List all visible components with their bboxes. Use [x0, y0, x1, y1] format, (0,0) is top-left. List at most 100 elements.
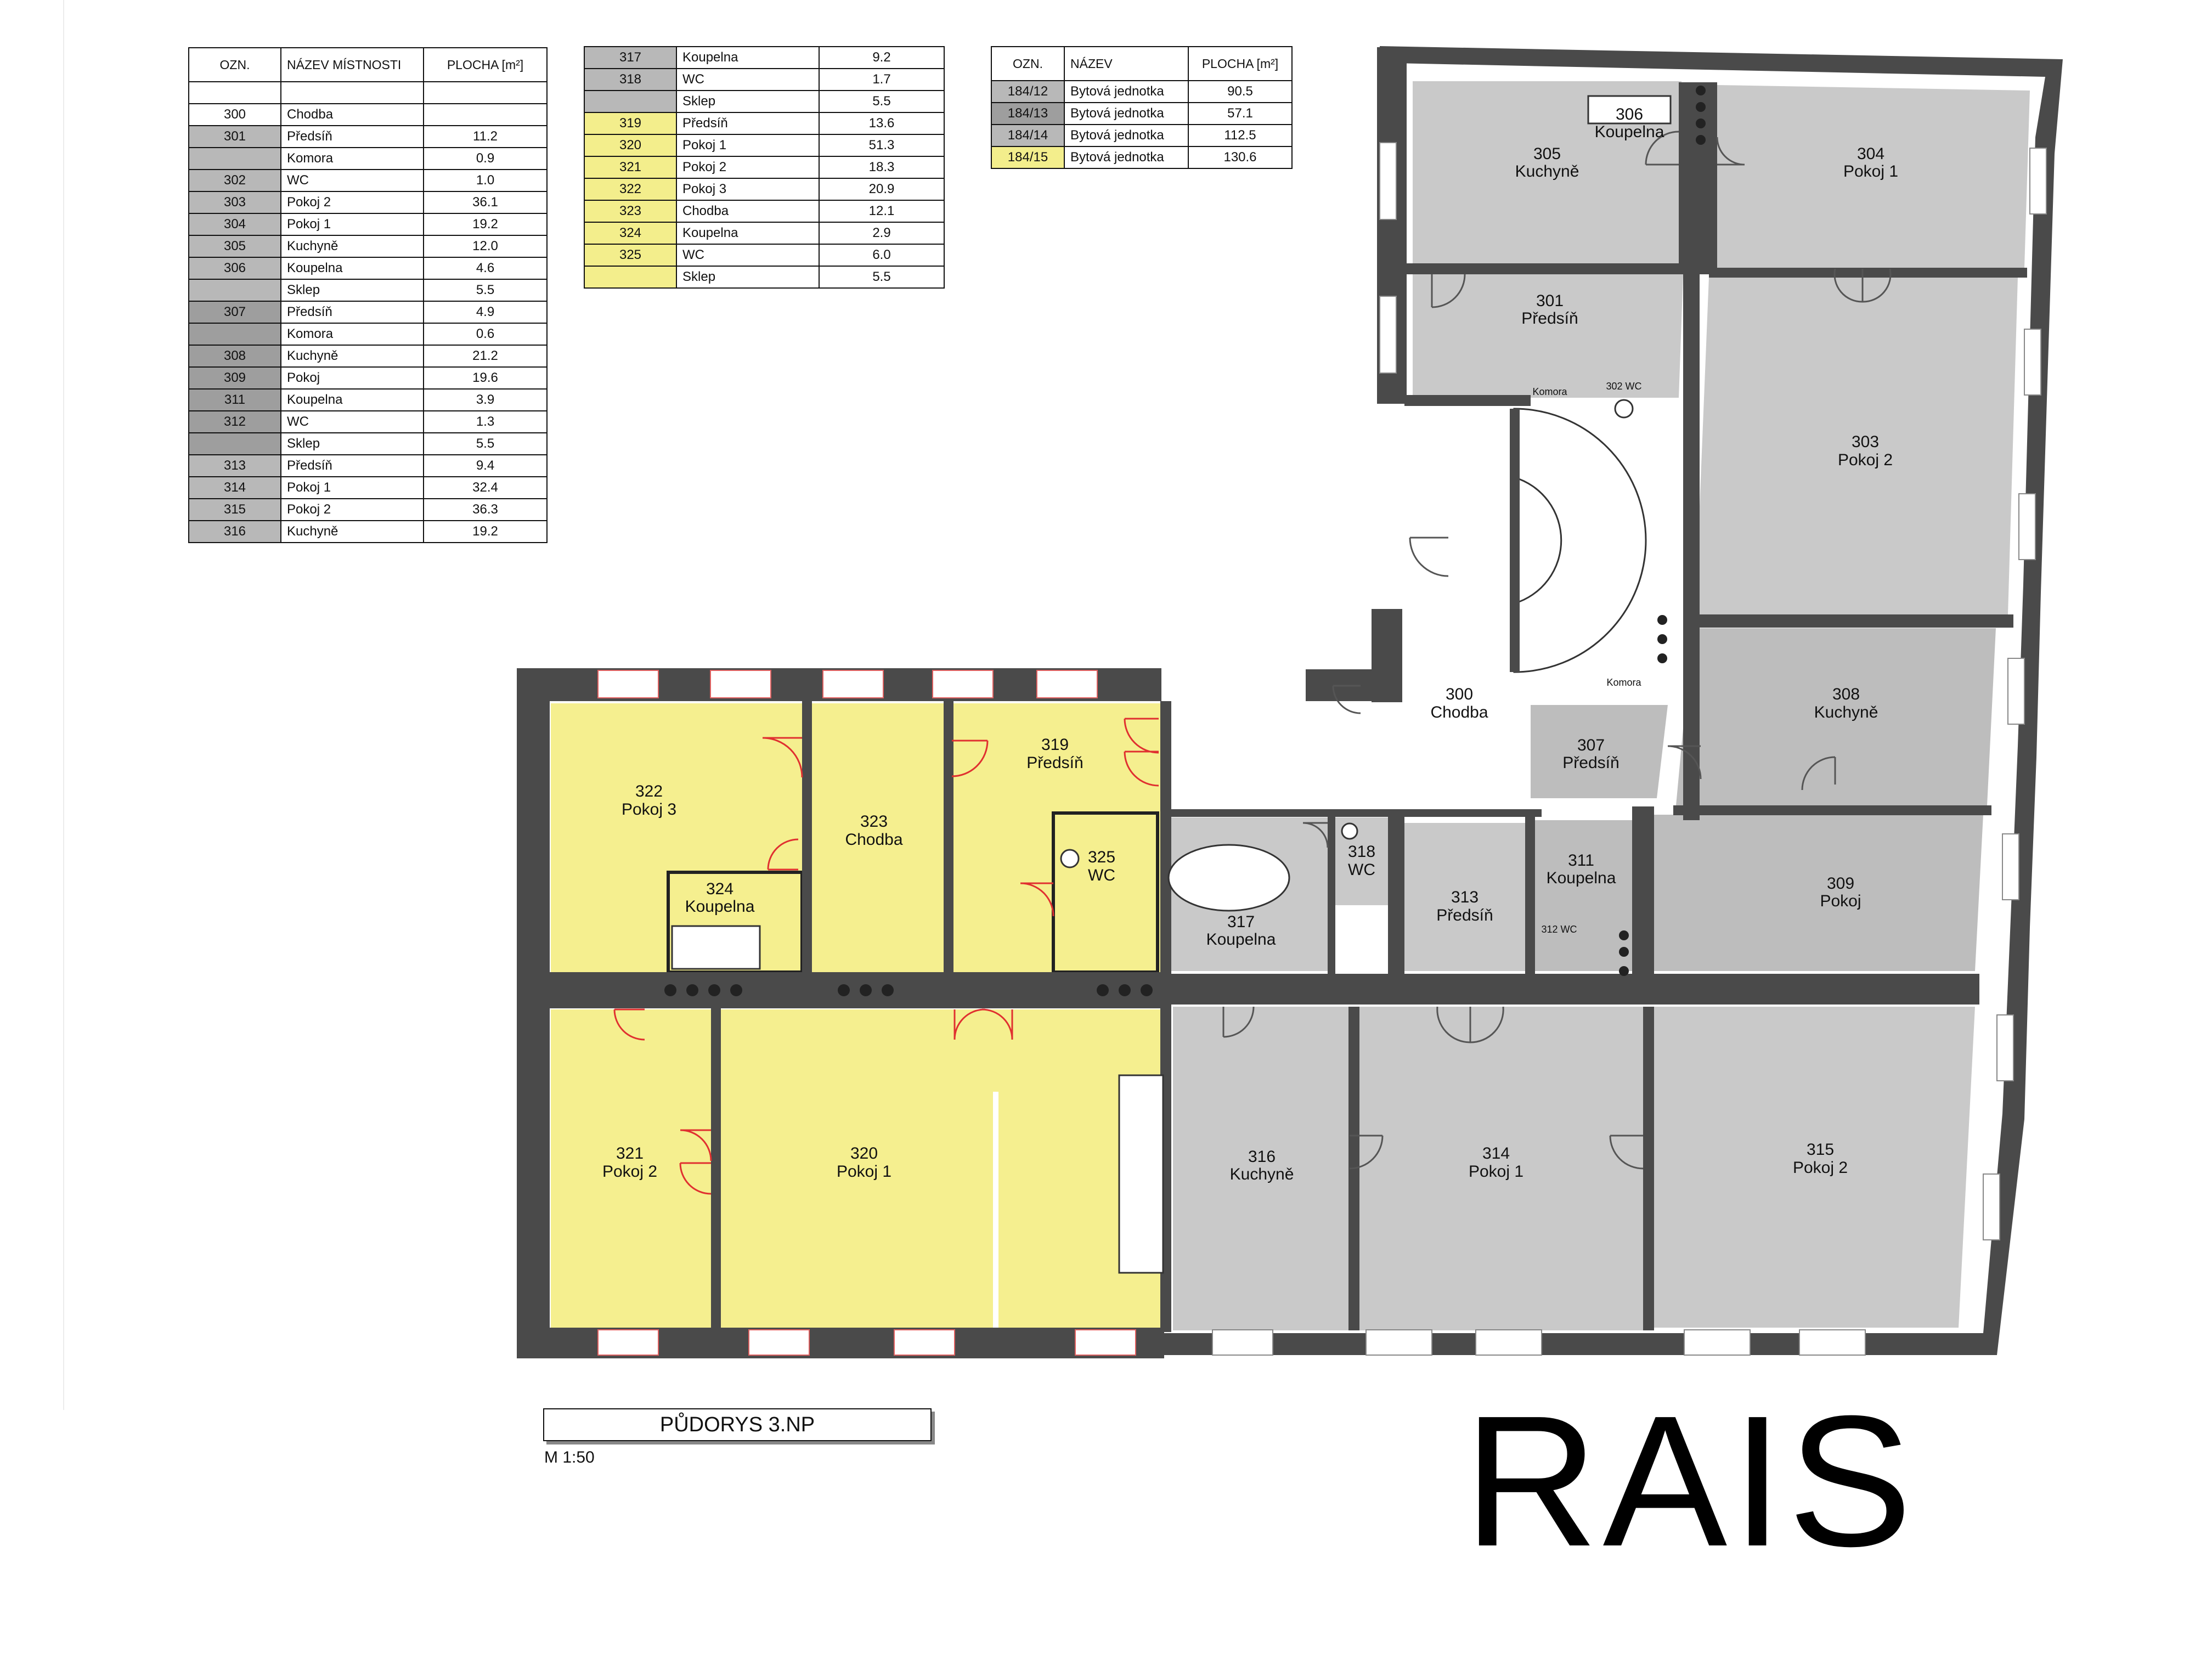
- column-header-area: PLOCHA [m²]: [423, 47, 548, 82]
- column-header-name: NÁZEV: [1064, 46, 1189, 81]
- room-label-322-name: Pokoj 3: [622, 800, 676, 819]
- cell-id: 304: [188, 213, 281, 236]
- cell-id: 318: [584, 68, 677, 91]
- cell-id: 323: [584, 200, 677, 223]
- fixtures: [671, 95, 1672, 1274]
- room-308-fill: [1676, 628, 1996, 805]
- cell-area: 5.5: [423, 279, 548, 302]
- cell-id: [584, 90, 677, 113]
- room-label-komora-a: Komora: [1532, 386, 1567, 397]
- room-label-wc-312: 312 WC: [1541, 924, 1577, 935]
- cell-id: 306: [188, 257, 281, 280]
- cell-id: 305: [188, 235, 281, 258]
- table-row: [188, 81, 548, 104]
- cell-name: [280, 81, 424, 104]
- cell-name: Koupelna: [280, 257, 424, 280]
- cell-area: 4.9: [423, 301, 548, 324]
- room-label-316-name: Kuchyně: [1230, 1165, 1294, 1183]
- cell-id: 302: [188, 169, 281, 192]
- cell-name: Pokoj 2: [280, 498, 424, 521]
- cell-id: 309: [188, 366, 281, 390]
- room-label-324-name: Koupelna: [685, 898, 755, 916]
- cell-id: 301: [188, 125, 281, 148]
- room-label-315-name: Pokoj 2: [1793, 1159, 1848, 1177]
- cell-name: Kuchyně: [280, 520, 424, 543]
- room-label-300-name: Chodba: [1430, 703, 1488, 721]
- cell-id: 324: [584, 222, 677, 245]
- cell-name: Předsíň: [280, 301, 424, 324]
- cell-name: Sklep: [280, 432, 424, 455]
- sheet-border-line: [63, 0, 64, 1410]
- cell-area: 19.2: [423, 520, 548, 543]
- cell-id: 303: [188, 191, 281, 214]
- room-label-315-num: 315: [1807, 1141, 1834, 1159]
- cell-area: 112.5: [1188, 124, 1293, 147]
- cell-area: 57.1: [1188, 102, 1293, 125]
- cell-id: [188, 147, 281, 170]
- room-label-324-num: 324: [706, 880, 733, 898]
- room-307-fill: [1531, 705, 1668, 798]
- cell-area: [423, 103, 548, 126]
- room-323-fill: [812, 703, 944, 972]
- rais-logo: RAIS: [1464, 1377, 1917, 1585]
- bathtub-324: [671, 925, 761, 970]
- bathtub-317: [1167, 844, 1290, 912]
- cell-name: WC: [676, 244, 820, 267]
- cell-id: 184/12: [991, 80, 1065, 103]
- drawing-title: PŮDORYS 3.NP: [543, 1408, 932, 1441]
- room-label-306-num: 306: [1616, 105, 1643, 123]
- cell-area: 18.3: [819, 156, 945, 179]
- room-315-fill: [1654, 1007, 1975, 1328]
- room-label-305-name: Kuchyně: [1515, 162, 1579, 180]
- cell-area: 36.3: [423, 498, 548, 521]
- cell-name: Pokoj 3: [676, 178, 820, 201]
- room-300-fill: [1163, 708, 1531, 817]
- cell-name: WC: [280, 169, 424, 192]
- cell-name: Bytová jednotka: [1064, 80, 1189, 103]
- room-325-fill: [1052, 811, 1159, 974]
- room-314-fill: [1359, 1007, 1645, 1330]
- cell-area: 2.9: [819, 222, 945, 245]
- room-320-fill: [720, 1009, 1042, 1328]
- cell-area: 1.0: [423, 169, 548, 192]
- cell-id: [188, 81, 281, 104]
- room-label-325-name: WC: [1088, 866, 1115, 884]
- flue-dots: [664, 86, 1706, 996]
- staircase: [1513, 408, 1647, 673]
- bathtub-306: [1587, 95, 1672, 125]
- cell-id: [584, 266, 677, 289]
- column-header-id: OZN.: [188, 47, 281, 82]
- cell-area: 6.0: [819, 244, 945, 267]
- cell-name: Chodba: [280, 103, 424, 126]
- room-label-komora-b: Komora: [1606, 677, 1641, 688]
- drawing-scale: M 1:50: [544, 1448, 595, 1466]
- room-label-303-num: 303: [1852, 433, 1879, 451]
- room-label-323-num: 323: [860, 812, 888, 831]
- cell-name: Pokoj 1: [280, 476, 424, 499]
- room-321-fill: [551, 1009, 711, 1328]
- cell-area: 5.5: [819, 266, 945, 289]
- cell-id: 184/14: [991, 124, 1065, 147]
- cell-id: 308: [188, 345, 281, 368]
- room-label-308-name: Kuchyně: [1814, 703, 1878, 721]
- room-label-318-name: WC: [1348, 861, 1375, 879]
- room-label-313-num: 313: [1451, 888, 1479, 906]
- cell-area: 5.5: [819, 90, 945, 113]
- cell-area: 12.0: [423, 235, 548, 258]
- room-label-304-name: Pokoj 1: [1843, 162, 1898, 180]
- cell-area: 0.6: [423, 323, 548, 346]
- cell-name: Koupelna: [676, 222, 820, 245]
- column-header-name: NÁZEV MÍSTNOSTI: [280, 47, 424, 82]
